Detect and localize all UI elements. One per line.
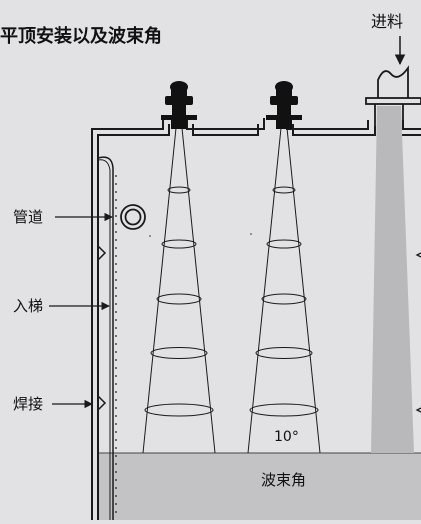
ladder-rung-dot bbox=[115, 287, 117, 289]
ladder-rung-dot bbox=[115, 263, 117, 265]
feed-material-stream bbox=[371, 106, 414, 453]
beam-cone-left bbox=[142, 127, 216, 454]
ladder-rung-dot bbox=[115, 335, 117, 337]
ladder-rung-dot bbox=[115, 255, 117, 257]
ladder-rung-dot bbox=[115, 503, 117, 505]
liquid-surface bbox=[97, 453, 421, 520]
ladder-rung-dot bbox=[115, 191, 117, 193]
ladder-rung-dot bbox=[115, 455, 117, 457]
ladder-rung-dot bbox=[115, 231, 117, 233]
ladder-rung-dot bbox=[115, 423, 117, 425]
speck bbox=[149, 235, 151, 237]
ladder-rung-dot bbox=[115, 271, 117, 273]
ladder-rung-dot bbox=[115, 295, 117, 297]
radar-level-sensor-icon bbox=[266, 81, 302, 129]
label-feed: 进料 bbox=[371, 12, 403, 31]
ladder-rung-dot bbox=[115, 359, 117, 361]
ladder-rung-dot bbox=[115, 407, 117, 409]
ladder-rung-dot bbox=[115, 511, 117, 513]
ladder-rung-dot bbox=[115, 375, 117, 377]
ladder-rung-dot bbox=[115, 327, 117, 329]
ladder-rung-dot bbox=[115, 279, 117, 281]
ladder-rung-dot bbox=[115, 479, 117, 481]
ladder-rung-dot bbox=[115, 215, 117, 217]
ladder-rungs bbox=[115, 175, 117, 513]
ladder-rung-dot bbox=[115, 415, 117, 417]
feed-inlet-pipe-icon bbox=[365, 65, 421, 126]
ladder-rung-dot bbox=[115, 351, 117, 353]
label-ladder: 入梯 bbox=[13, 297, 43, 315]
ladder-rung-dot bbox=[115, 495, 117, 497]
label-pipe: 管道 bbox=[13, 208, 43, 226]
ladder-rung-dot bbox=[115, 447, 117, 449]
ladder-rung-dot bbox=[115, 383, 117, 385]
ladder-rung-dot bbox=[115, 223, 117, 225]
ladder-rung-dot bbox=[115, 343, 117, 345]
weld-bracket bbox=[97, 395, 107, 411]
ladder-rung-dot bbox=[115, 471, 117, 473]
beam-cone-middle bbox=[247, 127, 321, 454]
ladder-rung-dot bbox=[115, 175, 117, 177]
ladder-rung-dot bbox=[115, 367, 117, 369]
ladder-rung-dot bbox=[115, 239, 117, 241]
ladder-rung-dot bbox=[115, 303, 117, 305]
ladder-rung-dot bbox=[115, 431, 117, 433]
label-angle: 10° bbox=[274, 429, 299, 445]
radar-level-sensor-icon bbox=[161, 81, 197, 129]
ladder-rung-dot bbox=[115, 399, 117, 401]
ladder-rung-dot bbox=[115, 207, 117, 209]
right-edge-arrow-upper bbox=[415, 252, 421, 258]
pipe-cross-section-icon bbox=[120, 204, 146, 230]
right-edge-arrow-lower bbox=[415, 407, 421, 413]
ladder-rung-dot bbox=[115, 183, 117, 185]
speck bbox=[250, 233, 252, 235]
ladder-rung-dot bbox=[115, 439, 117, 441]
label-weld: 焊接 bbox=[13, 395, 43, 413]
diagram-title: 平顶安装以及波束角 bbox=[0, 25, 162, 47]
ladder-rung-dot bbox=[115, 463, 117, 465]
ladder bbox=[97, 156, 117, 520]
ladder-bracket-upper bbox=[97, 245, 107, 261]
ladder-rung-dot bbox=[115, 247, 117, 249]
ladder-rung-dot bbox=[115, 311, 117, 313]
ladder-rung-dot bbox=[115, 199, 117, 201]
ladder-rung-dot bbox=[115, 487, 117, 489]
ladder-rung-dot bbox=[115, 319, 117, 321]
label-beam-angle: 波束角 bbox=[261, 471, 306, 489]
ladder-rung-dot bbox=[115, 391, 117, 393]
